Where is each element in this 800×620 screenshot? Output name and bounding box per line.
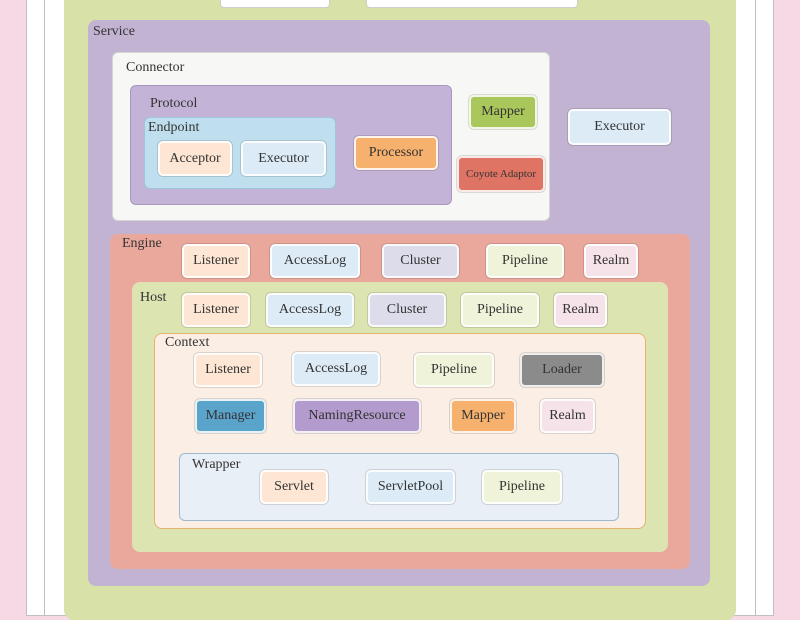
context-mapper-box: Mapper [450,399,516,433]
protocol-label: Protocol [150,96,198,111]
engine-listener-box: Listener [182,244,250,278]
wrapper-servletpool-box: ServletPool [366,470,455,504]
host-label: Host [140,290,167,305]
context-loader-box: Loader [520,353,604,387]
top-partial-box-right [366,0,578,8]
service-label: Service [93,24,135,39]
context-listener-box: Listener [194,353,262,387]
host-listener-box: Listener [182,293,250,327]
wrapper-label: Wrapper [192,457,241,472]
wrapper-pipeline-box: Pipeline [482,470,562,504]
host-realm-box: Realm [554,293,607,327]
service-executor-box: Executor [568,109,671,145]
context-namingresource-box: NamingResource [293,399,421,433]
endpoint-label: Endpoint [148,120,200,135]
context-manager-box: Manager [195,399,266,433]
engine-accesslog-box: AccessLog [270,244,360,278]
engine-cluster-box: Cluster [382,244,459,278]
acceptor-box: Acceptor [158,141,232,176]
mapper-box: Mapper [469,95,537,129]
host-pipeline-box: Pipeline [461,293,539,327]
host-accesslog-box: AccessLog [266,293,354,327]
connector-label: Connector [126,60,185,75]
engine-realm-box: Realm [584,244,638,278]
host-cluster-box: Cluster [368,293,446,327]
wrapper-servlet-box: Servlet [260,470,328,504]
processor-box: Processor [354,136,438,170]
context-pipeline-box: Pipeline [414,353,494,387]
engine-label: Engine [122,236,162,251]
top-partial-box-left [220,0,330,8]
context-label: Context [165,335,210,350]
coyote-adaptor-box: Coyote Adaptor [457,156,545,192]
endpoint-executor-box: Executor [241,141,326,176]
engine-pipeline-box: Pipeline [486,244,564,278]
context-realm-box: Realm [540,399,595,433]
context-accesslog-box: AccessLog [292,352,380,386]
